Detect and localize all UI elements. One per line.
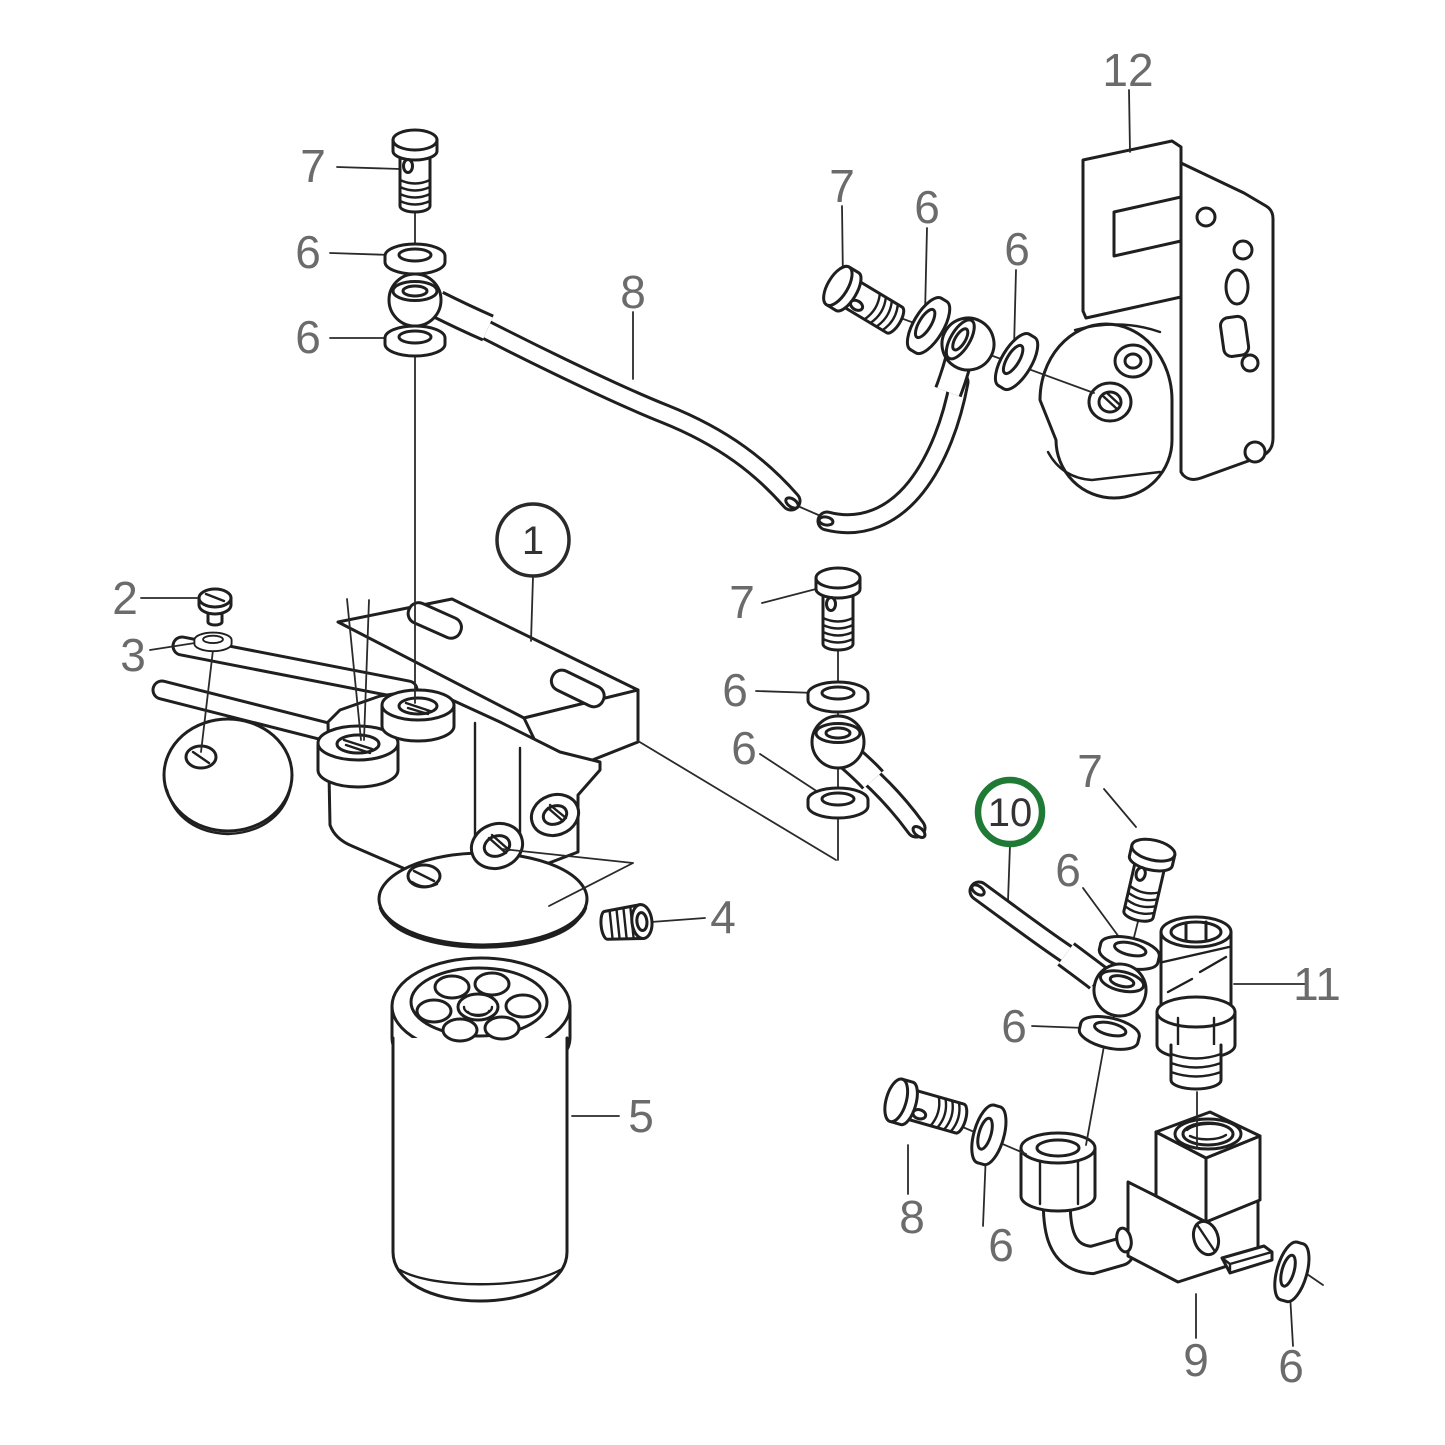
pressure-sensor — [1155, 915, 1237, 1091]
callout-10-number: 10 — [988, 791, 1033, 835]
fuel-hose-8 — [429, 291, 802, 512]
part-label-8-bolt-bottom: 8 — [899, 1191, 925, 1243]
fuel-hose-8-pump-end — [816, 350, 975, 535]
washer-6-top-left-lower — [383, 324, 447, 358]
banjo-bolt-7-top-left — [391, 128, 439, 214]
part-label-6-top-left-lower: 6 — [295, 311, 321, 363]
part-label-9-block: 9 — [1183, 1334, 1209, 1386]
part-labels: 7 6 6 8 7 6 6 12 2 3 4 7 6 6 7 6 11 6 8 … — [112, 44, 1341, 1392]
fuel-filter-cartridge — [390, 956, 572, 1303]
part-label-4-plug: 4 — [710, 891, 736, 943]
part-label-6-right-lower: 6 — [1001, 1000, 1027, 1052]
callout-1-number: 1 — [522, 519, 544, 563]
screw-2 — [197, 587, 233, 627]
callout-1-circle — [495, 502, 571, 578]
part-label-7-right: 7 — [1077, 745, 1103, 797]
callout-10-hose-highlighted: 10 — [974, 776, 1046, 848]
washer-6-right-lower — [1075, 1010, 1144, 1056]
leader-lines — [140, 89, 1324, 1347]
fuel-hose-10 — [968, 880, 1115, 993]
part-label-6-bottom-right: 6 — [1278, 1340, 1304, 1392]
part-label-2-screw: 2 — [112, 572, 138, 624]
connector-block-assembly — [1019, 1110, 1274, 1284]
cartridge-body — [391, 1036, 569, 1303]
part-label-6-pump-right: 6 — [1004, 223, 1030, 275]
washer-6-bottom-right — [1267, 1237, 1317, 1307]
banjo-bolt-8-bottom — [879, 1074, 974, 1143]
fuel-filter-head-assembly — [151, 597, 640, 949]
washer-6-bottom-mid — [964, 1100, 1014, 1170]
washer-3 — [193, 631, 233, 653]
part-label-6-mid-upper: 6 — [722, 664, 748, 716]
pump-bracket — [1081, 139, 1183, 320]
banjo-bolt-7-right — [1114, 833, 1179, 927]
part-label-12-pump: 12 — [1102, 44, 1153, 96]
part-label-3-washer: 3 — [120, 629, 146, 681]
part-label-6-pump-left: 6 — [914, 181, 940, 233]
part-label-6-mid-lower: 6 — [731, 722, 757, 774]
plug-4 — [599, 903, 654, 941]
part-label-7-top-left: 7 — [300, 140, 326, 192]
washer-6-mid-upper — [806, 680, 870, 714]
fuel-feed-pump-assembly — [1038, 139, 1275, 500]
head-left-flange — [162, 717, 294, 833]
part-label-6-right-upper: 6 — [1055, 844, 1081, 896]
part-label-8-hose-top: 8 — [620, 266, 646, 318]
part-label-7-pump: 7 — [829, 160, 855, 212]
banjo-fitting-mid — [810, 714, 866, 770]
callout-10-circle — [974, 776, 1046, 848]
banjo-fitting-top-left — [387, 272, 443, 328]
part-label-7-mid: 7 — [729, 576, 755, 628]
callout-1-filter-head: 1 — [495, 502, 571, 578]
banjo-bolt-7-pump — [816, 260, 913, 344]
part-label-11-sensor: 11 — [1293, 958, 1341, 1010]
washer-6-pump-right — [986, 326, 1047, 397]
banjo-bolt-7-mid — [814, 566, 862, 652]
washer-6-top-left-upper — [383, 242, 447, 276]
part-label-6-top-left-upper: 6 — [295, 226, 321, 278]
part-label-5-filter: 5 — [628, 1090, 654, 1142]
part-label-6-bottom-mid: 6 — [988, 1219, 1014, 1271]
washer-6-mid-lower — [806, 786, 870, 820]
